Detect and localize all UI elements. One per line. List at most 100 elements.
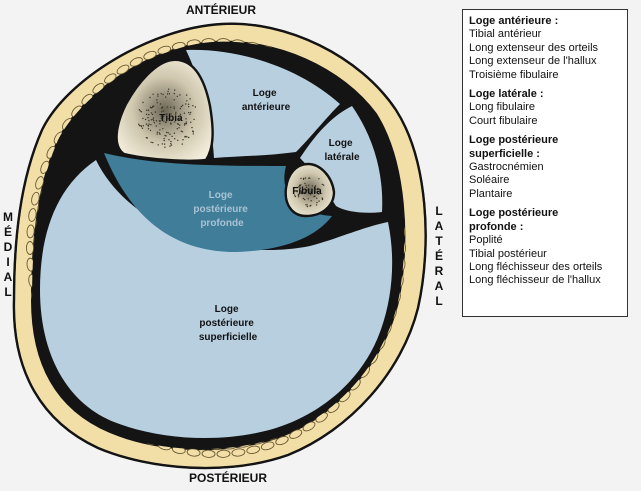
bone-stipple-dot bbox=[164, 146, 166, 148]
bone-stipple-dot bbox=[305, 184, 307, 187]
bone-stipple-dot bbox=[310, 191, 312, 193]
legend-item: Long fibulaire bbox=[469, 101, 536, 114]
bone-stipple-dot bbox=[310, 204, 312, 207]
legend-heading: profonde : bbox=[469, 220, 524, 233]
bone-stipple-dot bbox=[190, 121, 192, 124]
legend-item: Gastrocnémien bbox=[469, 161, 544, 174]
bone-stipple-dot bbox=[155, 125, 157, 127]
fibula-bone bbox=[284, 162, 336, 218]
bone-stipple-dot bbox=[150, 112, 153, 114]
lateral-letter: É bbox=[434, 249, 443, 263]
bone-stipple-dot bbox=[157, 95, 159, 97]
bone-stipple-dot bbox=[158, 132, 160, 134]
bone-stipple-dot bbox=[150, 141, 152, 143]
bone-stipple-dot bbox=[160, 93, 162, 95]
legend-group-lateral: Loge latérale : Long fibulaire Court fib… bbox=[469, 88, 621, 128]
bone-stipple-dot bbox=[149, 129, 152, 132]
bone-stipple-dot bbox=[167, 118, 170, 120]
bone-stipple-dot bbox=[140, 111, 143, 113]
fat-cell bbox=[129, 57, 143, 67]
bone-stipple-dot bbox=[171, 119, 173, 121]
tibia-label: Tibia bbox=[159, 113, 183, 124]
legend-item: Plantaire bbox=[469, 187, 513, 200]
bone-stipple-dot bbox=[179, 124, 181, 126]
bone-stipple-dot bbox=[163, 120, 165, 123]
anterior-orientation-label: ANTÉRIEUR bbox=[186, 3, 257, 17]
bone-stipple-dot bbox=[316, 197, 318, 199]
bone-stipple-dot bbox=[192, 133, 194, 135]
bone-stipple-dot bbox=[170, 106, 172, 109]
legend-heading: Loge latérale : bbox=[469, 88, 544, 101]
lateral-letter: L bbox=[435, 294, 443, 308]
fat-cell bbox=[25, 241, 35, 255]
bone-stipple-dot bbox=[173, 99, 175, 101]
bone-stipple-dot bbox=[142, 101, 144, 104]
bone-stipple-dot bbox=[160, 107, 163, 109]
bone-stipple-dot bbox=[146, 109, 148, 111]
bone-stipple-dot bbox=[159, 123, 161, 125]
bone-stipple-dot bbox=[148, 123, 150, 125]
bone-stipple-dot bbox=[163, 139, 165, 142]
legend-item: Long fléchisseur des orteils bbox=[469, 260, 603, 273]
bone-stipple-dot bbox=[156, 99, 158, 101]
bone-stipple-dot bbox=[167, 90, 169, 93]
bone-stipple-dot bbox=[140, 125, 143, 128]
bone-stipple-dot bbox=[147, 117, 149, 119]
fat-cell bbox=[260, 441, 275, 451]
medial-orientation-label: M É D I A L bbox=[1, 210, 15, 300]
bone-stipple-dot bbox=[304, 182, 306, 185]
fat-cell bbox=[231, 448, 246, 457]
bone-stipple-dot bbox=[147, 128, 150, 130]
bone-stipple-dot bbox=[183, 112, 186, 114]
bone-stipple-dot bbox=[157, 93, 159, 96]
bone-stipple-dot bbox=[175, 111, 177, 114]
bone-stipple-dot bbox=[302, 197, 305, 200]
bone-stipple-dot bbox=[138, 123, 140, 125]
bone-stipple-dot bbox=[142, 117, 144, 120]
bone-stipple-dot bbox=[168, 139, 170, 141]
legend-item: Soléaire bbox=[469, 174, 510, 187]
bone-stipple-dot bbox=[179, 94, 181, 96]
bone-stipple-dot bbox=[150, 124, 152, 126]
bone-stipple-dot bbox=[301, 192, 303, 195]
bone-stipple-dot bbox=[188, 111, 190, 114]
legend-group-anterior: Loge antérieure : Tibial antérieur Long … bbox=[469, 15, 621, 82]
bone-stipple-dot bbox=[321, 183, 323, 186]
legend-item: Tibial postérieur bbox=[469, 247, 547, 260]
bone-stipple-dot bbox=[159, 133, 161, 135]
bone-stipple-dot bbox=[161, 111, 163, 113]
bone-stipple-dot bbox=[145, 123, 148, 125]
bone-stipple-dot bbox=[189, 113, 191, 115]
bone-stipple-dot bbox=[184, 135, 186, 138]
bone-stipple-dot bbox=[159, 129, 161, 131]
bone-stipple-dot bbox=[294, 195, 297, 198]
fat-cell bbox=[35, 176, 45, 190]
bone-stipple-dot bbox=[318, 178, 320, 180]
bone-stipple-dot bbox=[315, 188, 317, 190]
bone-stipple-dot bbox=[168, 88, 170, 90]
bone-stipple-dot bbox=[186, 100, 188, 102]
bone-stipple-dot bbox=[182, 139, 184, 141]
lateral-letter: A bbox=[434, 219, 444, 233]
legend-heading: Loge postérieure bbox=[469, 207, 559, 220]
bone-stipple-dot bbox=[155, 120, 158, 122]
bone-stipple-dot bbox=[298, 193, 300, 195]
bone-stipple-dot bbox=[185, 123, 188, 125]
bone-stipple-dot bbox=[321, 197, 324, 200]
bone-stipple-dot bbox=[156, 131, 159, 133]
bone-stipple-dot bbox=[139, 110, 141, 112]
bone-stipple-dot bbox=[179, 107, 181, 110]
bone-stipple-dot bbox=[166, 131, 168, 134]
bone-stipple-dot bbox=[307, 198, 309, 200]
bone-stipple-dot bbox=[163, 143, 166, 145]
bone-stipple-dot bbox=[311, 185, 314, 187]
bone-stipple-dot bbox=[170, 144, 173, 146]
superficial-posterior-compartment-label: Loge postérieure superficielle bbox=[199, 304, 258, 343]
bone-stipple-dot bbox=[192, 105, 194, 107]
fat-cell bbox=[216, 449, 231, 458]
anterior-compartment-label: Loge antérieure bbox=[242, 88, 291, 113]
bone-stipple-dot bbox=[180, 105, 183, 108]
bone-stipple-dot bbox=[152, 106, 154, 108]
bone-stipple-dot bbox=[308, 177, 310, 179]
bone-stipple-dot bbox=[315, 204, 318, 206]
